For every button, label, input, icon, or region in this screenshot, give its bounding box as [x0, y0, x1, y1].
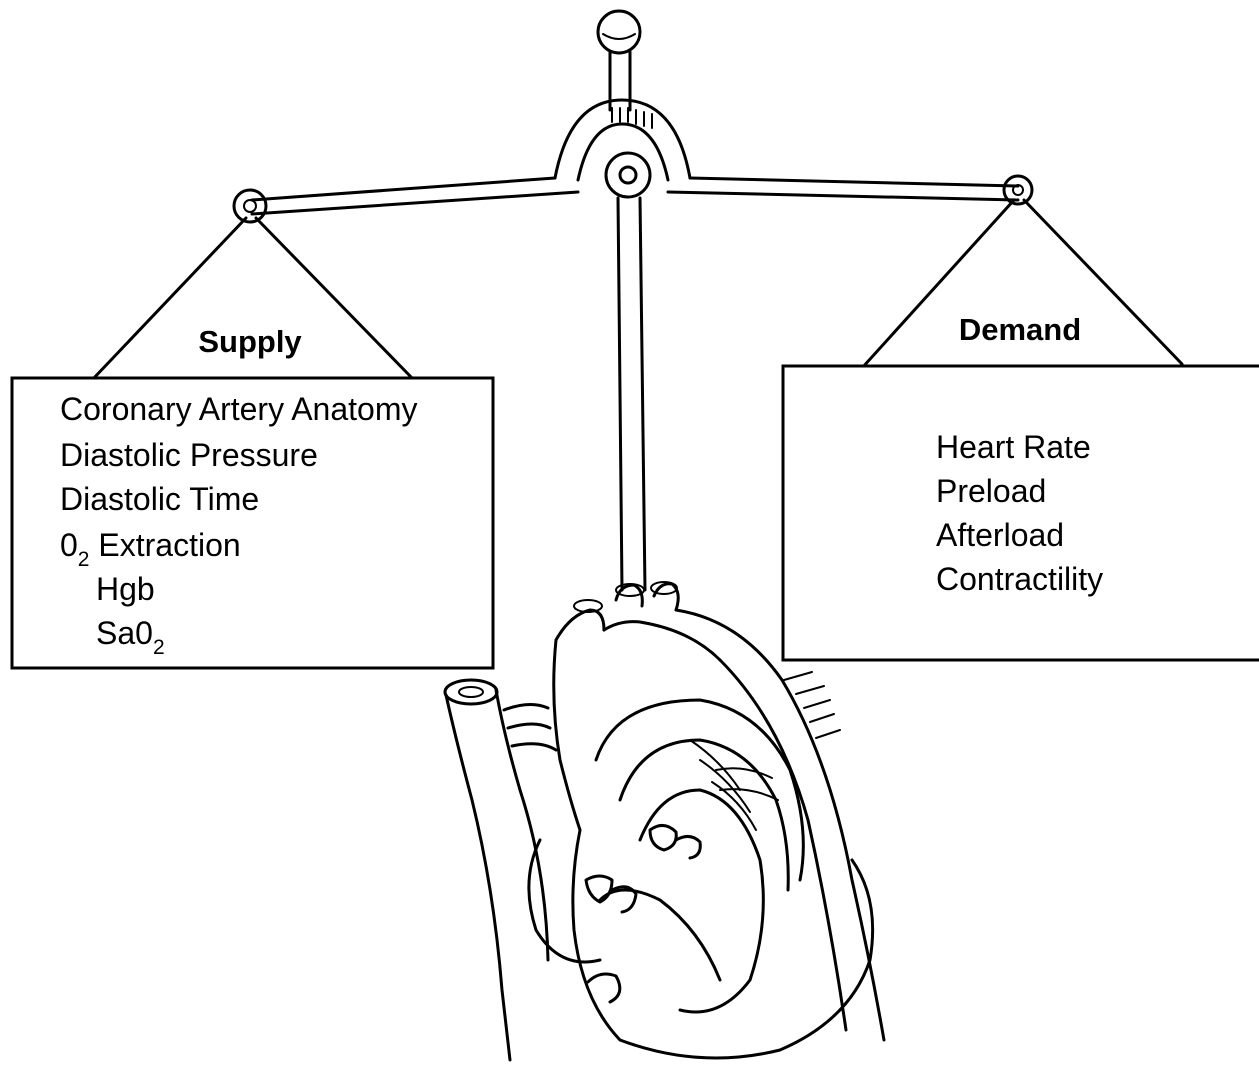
supply-factor-hgb: Hgb	[96, 571, 155, 607]
supply-factor-coronary-artery-anatomy: Coronary Artery Anatomy	[60, 391, 417, 427]
demand-factor-contractility: Contractility	[936, 561, 1103, 597]
demand-title: Demand	[959, 312, 1081, 347]
supply-title: Supply	[198, 324, 302, 359]
supply-factor-diastolic-time: Diastolic Time	[60, 481, 259, 517]
demand-pan: Demand Heart Rate Preload Afterload Cont…	[783, 312, 1259, 660]
demand-factor-afterload: Afterload	[936, 517, 1064, 553]
demand-factor-preload: Preload	[936, 473, 1046, 509]
demand-factor-heart-rate: Heart Rate	[936, 429, 1091, 465]
supply-pan: Supply Coronary Artery Anatomy Diastolic…	[12, 324, 493, 668]
demand-box	[783, 366, 1259, 660]
supply-factor-diastolic-pressure: Diastolic Pressure	[60, 437, 318, 473]
